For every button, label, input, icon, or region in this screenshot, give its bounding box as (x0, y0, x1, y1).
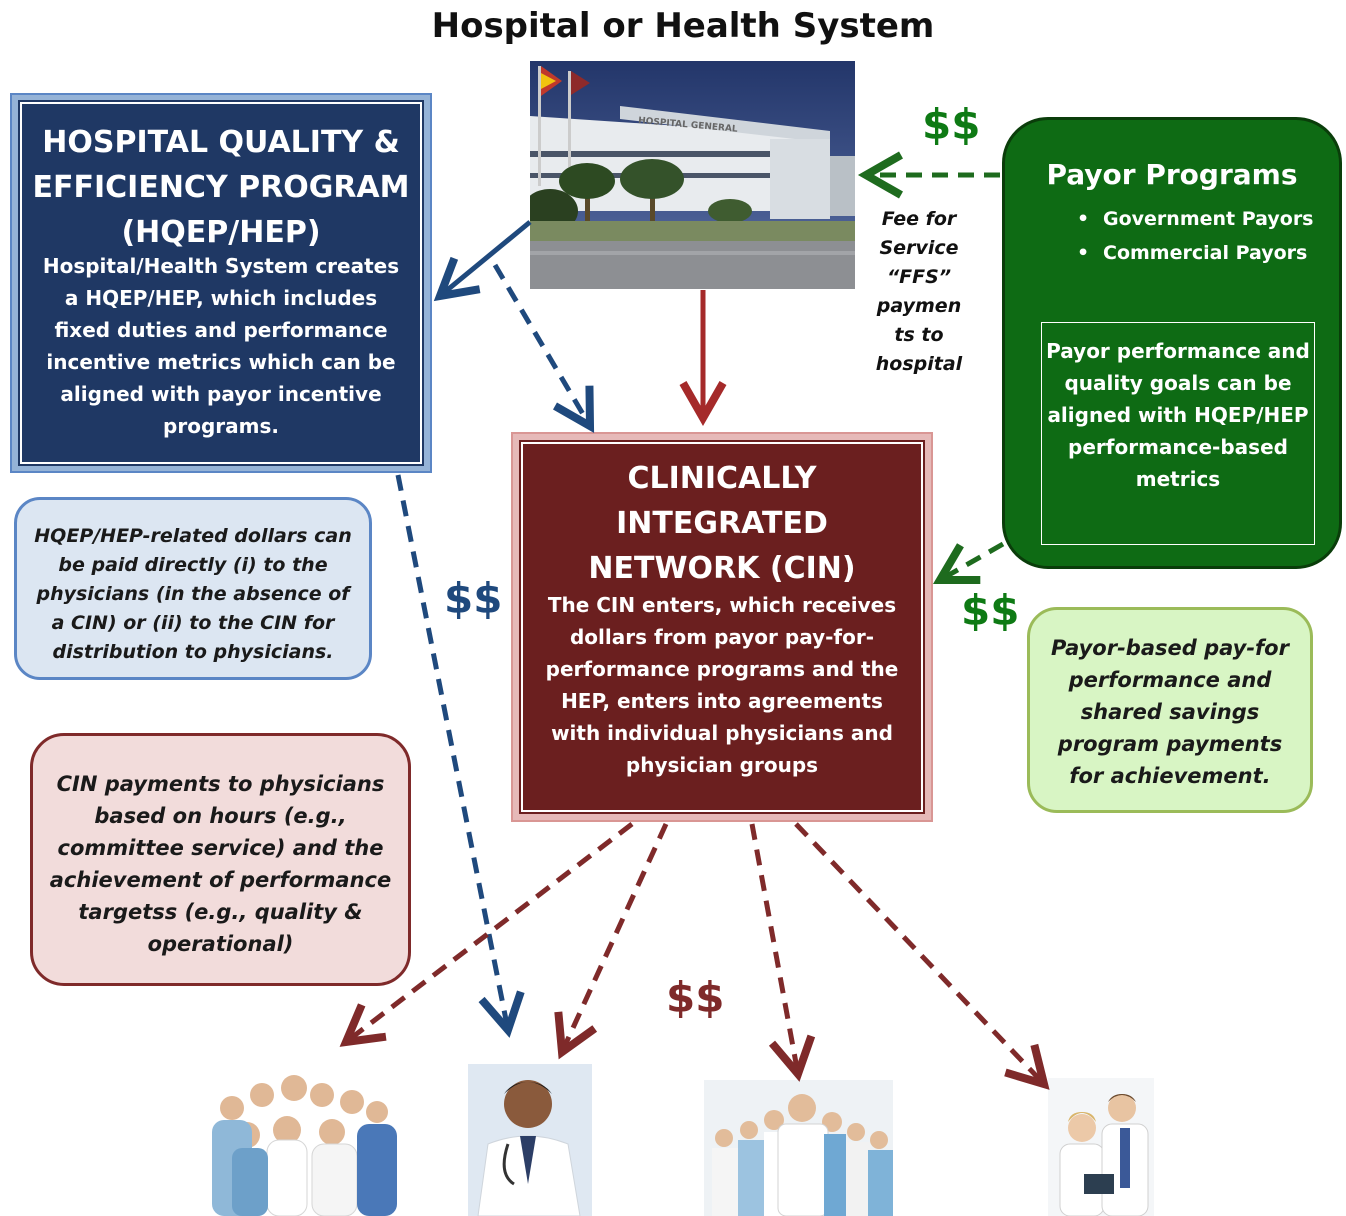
arrow-cin-to-pair (794, 822, 1050, 1090)
payor-payments-note: Payor-based pay-for performance and shar… (1027, 607, 1313, 813)
ffs-note: Fee for Service “FFS” paymen ts to hospi… (875, 208, 963, 375)
arrow-cin-to-group-1 (339, 822, 634, 1047)
hqep-body: Hospital/Health System creates a HQEP/HE… (42, 254, 400, 438)
cin-title: CLINICALLY INTEGRATED NETWORK (CIN) (588, 461, 856, 586)
cin-box: CLINICALLY INTEGRATED NETWORK (CIN) The … (519, 440, 925, 814)
diagram-title: Hospital or Health System (431, 6, 935, 46)
payor-title: Payor Programs (1046, 158, 1298, 191)
physician-photo (468, 1064, 592, 1216)
hqep-box: HOSPITAL QUALITY & EFFICIENCY PROGRAM (H… (18, 100, 424, 466)
payor-item-government: Government Payors (1077, 208, 1314, 242)
arrow-cin-to-doctor (554, 822, 669, 1060)
hqep-title: HOSPITAL QUALITY & EFFICIENCY PROGRAM (H… (32, 125, 410, 250)
payor-item-commercial: Commercial Payors (1077, 242, 1314, 276)
hqep-dollars-note: HQEP/HEP-related dollars can be paid dir… (14, 497, 372, 680)
arrow-hqep-to-physician (395, 474, 525, 1038)
medical-team-photo (704, 1080, 893, 1216)
payor-programs-box: Payor Programs Government Payors Commerc… (1002, 117, 1342, 569)
arrow-hospital-to-hqep (433, 220, 532, 302)
hospital-photo: HOSPITAL GENERAL (530, 61, 855, 289)
cin-body: The CIN enters, which receives dollars f… (545, 593, 899, 777)
arrow-cin-to-group-2 (749, 823, 816, 1082)
payor-list: Government Payors Commercial Payors (1077, 208, 1314, 276)
dollars-label-hqep: $$ (444, 574, 503, 623)
dollars-label-payor: $$ (922, 100, 981, 149)
physician-pair-photo (1048, 1078, 1154, 1216)
cin-payments-note: CIN payments to physicians based on hour… (30, 733, 411, 986)
dollars-label-payor-to-cin: $$ (961, 586, 1020, 635)
physician-group-photo (192, 1040, 398, 1216)
arrow-hospital-to-cin (492, 263, 595, 433)
arrow-payor-to-cin (933, 541, 1005, 584)
dollars-label-cin: $$ (666, 973, 725, 1022)
payor-goals-box: Payor performance and quality goals can … (1041, 322, 1315, 545)
